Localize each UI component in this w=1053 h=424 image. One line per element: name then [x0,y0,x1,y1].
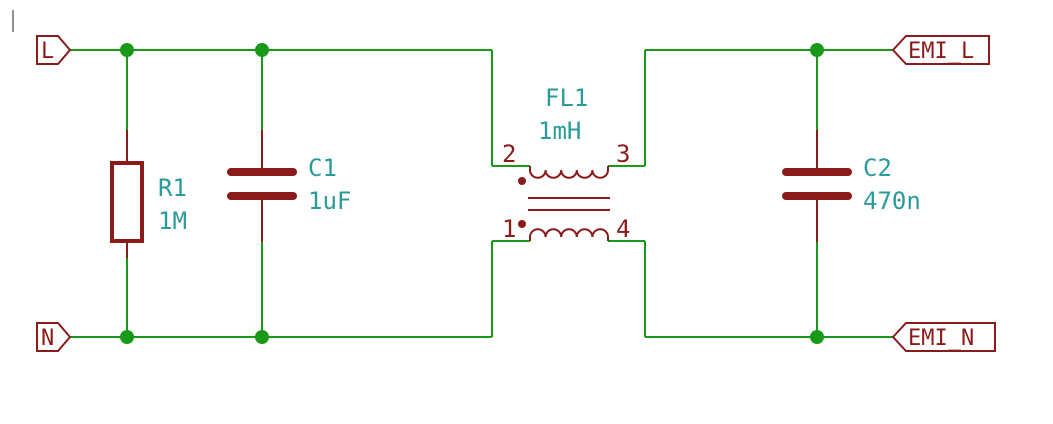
net-label-n-text: N [41,326,54,351]
net-label-emi-l[interactable]: EMI_L [891,35,990,65]
wires [70,49,893,338]
net-label-emi-n[interactable]: EMI_N [891,322,996,352]
c1-value: 1uF [308,187,351,215]
fl1-pin-4-number: 4 [616,215,630,243]
fl1-pin-1-number: 1 [502,215,516,243]
choke-winding-top [529,166,609,179]
net-label-l[interactable]: L [36,35,72,65]
junctions [120,43,824,344]
fl1-value: 1mH [538,117,581,145]
capacitor-c2[interactable] [782,130,852,242]
c1-reference: C1 [308,154,337,182]
polarity-dot-icon [518,220,526,228]
common-mode-choke-fl1[interactable] [518,166,610,241]
net-label-emi-n-text: EMI_N [908,326,974,351]
net-label-emi-l-text: EMI_L [908,39,974,64]
fl1-pin-2-number: 2 [502,140,516,168]
choke-winding-bottom [529,228,609,241]
c2-reference: C2 [863,154,892,182]
fl1-pin-3-number: 3 [616,140,630,168]
capacitor-c1[interactable] [227,130,297,242]
r1-value: 1M [158,207,187,235]
junction-dot [255,330,269,344]
junction-dot [810,330,824,344]
resistor-r1[interactable] [110,130,144,258]
net-label-l-text: L [41,39,54,64]
junction-dot [810,43,824,57]
junction-dot [255,43,269,57]
polarity-dot-icon [518,177,526,185]
r1-reference: R1 [158,174,187,202]
junction-dot [120,330,134,344]
c2-value: 470n [863,187,921,215]
resistor-body [110,161,144,243]
net-label-n[interactable]: N [36,322,72,352]
fl1-reference: FL1 [545,84,588,112]
junction-dot [120,43,134,57]
